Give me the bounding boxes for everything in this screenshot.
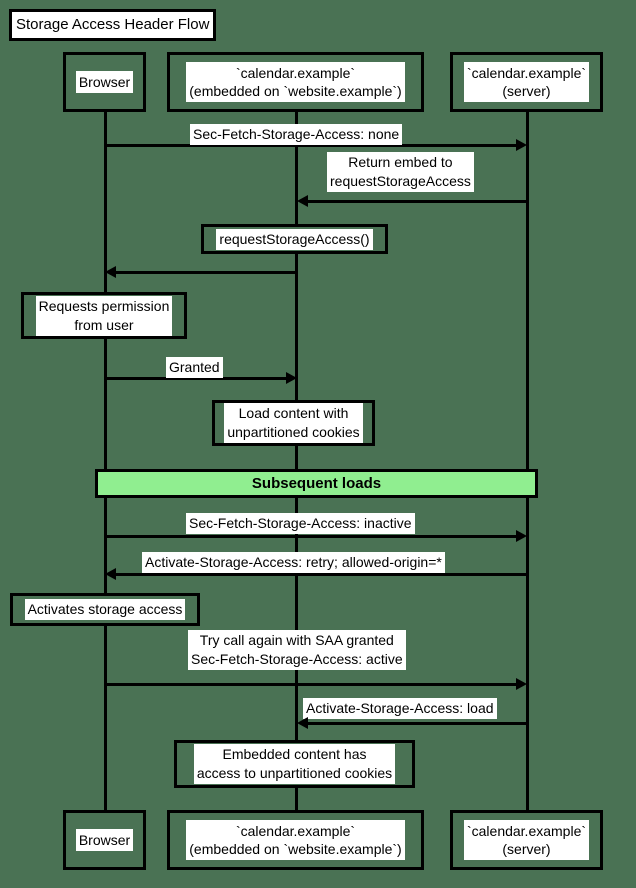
arrow-head-right-sec-fetch-none (516, 139, 527, 151)
note-request-storage-access: requestStorageAccess() (201, 224, 388, 254)
message-label-sec-fetch-none: Sec-Fetch-Storage-Access: none (190, 124, 403, 145)
message-line-activate-retry (115, 573, 529, 576)
note-embedded-content-text: Embedded content has access to unpartiti… (193, 744, 396, 784)
note-requests-permission-text: Requests permission from user (35, 295, 173, 336)
participant-browser-top[interactable]: Browser (63, 52, 146, 112)
participant-server-bottom[interactable]: `calendar.example` (server) (450, 810, 603, 870)
diagram-title: Storage Access Header Flow (12, 12, 214, 38)
participant-browser-bottom-label: Browser (75, 829, 134, 851)
message-line-sec-fetch-inactive (105, 535, 517, 538)
arrow-head-right-sec-fetch-inactive (516, 530, 527, 542)
note-request-storage-access-text: requestStorageAccess() (216, 228, 373, 250)
arrow-head-right-try-call-again (516, 678, 527, 690)
diagram-title-box: Storage Access Header Flow (9, 9, 217, 41)
message-label-activate-load: Activate-Storage-Access: load (303, 698, 497, 719)
message-label-sec-fetch-inactive: Sec-Fetch-Storage-Access: inactive (186, 513, 415, 534)
arrow-head-right-granted (286, 372, 297, 384)
message-line-return-embed (307, 200, 528, 203)
participant-browser-top-label: Browser (75, 71, 134, 93)
lifeline-server (526, 112, 529, 820)
note-load-content: Load content with unpartitioned cookies (212, 400, 375, 446)
note-load-content-text: Load content with unpartitioned cookies (224, 403, 363, 443)
note-embedded-content: Embedded content has access to unpartiti… (174, 740, 415, 788)
message-line-sec-fetch-none (105, 144, 517, 147)
lifeline-embed (295, 112, 298, 820)
participant-embed-bottom-label: `calendar.example` (embedded on `website… (186, 820, 405, 860)
note-activates-storage-access-text: Activates storage access (24, 599, 186, 620)
divider-subsequent-loads-text: Subsequent loads (251, 474, 382, 492)
participant-embed-top[interactable]: `calendar.example` (embedded on `website… (167, 52, 424, 112)
participant-embed-top-label: `calendar.example` (embedded on `website… (186, 62, 405, 102)
arrow-head-left-return-embed (297, 195, 308, 207)
message-label-try-call-again: Try call again with SAA granted Sec-Fetc… (188, 630, 406, 670)
message-label-activate-retry: Activate-Storage-Access: retry; allowed-… (142, 552, 445, 573)
participant-embed-bottom[interactable]: `calendar.example` (embedded on `website… (167, 810, 424, 870)
message-line-activate-load (307, 722, 528, 725)
participant-server-top[interactable]: `calendar.example` (server) (450, 52, 603, 112)
note-requests-permission: Requests permission from user (21, 292, 187, 339)
arrow-head-left-activate-retry (105, 568, 116, 580)
message-line-granted (105, 377, 287, 380)
note-activates-storage-access: Activates storage access (10, 593, 200, 626)
divider-subsequent-loads: Subsequent loads (95, 469, 538, 498)
message-label-granted: Granted (166, 357, 223, 378)
arrow-head-left-activate-load (297, 717, 308, 729)
participant-server-bottom-label: `calendar.example` (server) (463, 820, 590, 860)
arrow-head-left-embed-to-browser (105, 266, 116, 278)
message-line-try-call-again (105, 683, 517, 686)
lifeline-browser (104, 112, 107, 820)
message-label-return-embed: Return embed to requestStorageAccess (327, 152, 474, 192)
message-line-embed-to-browser (115, 271, 296, 274)
participant-server-top-label: `calendar.example` (server) (463, 62, 590, 102)
participant-browser-bottom[interactable]: Browser (63, 810, 146, 870)
